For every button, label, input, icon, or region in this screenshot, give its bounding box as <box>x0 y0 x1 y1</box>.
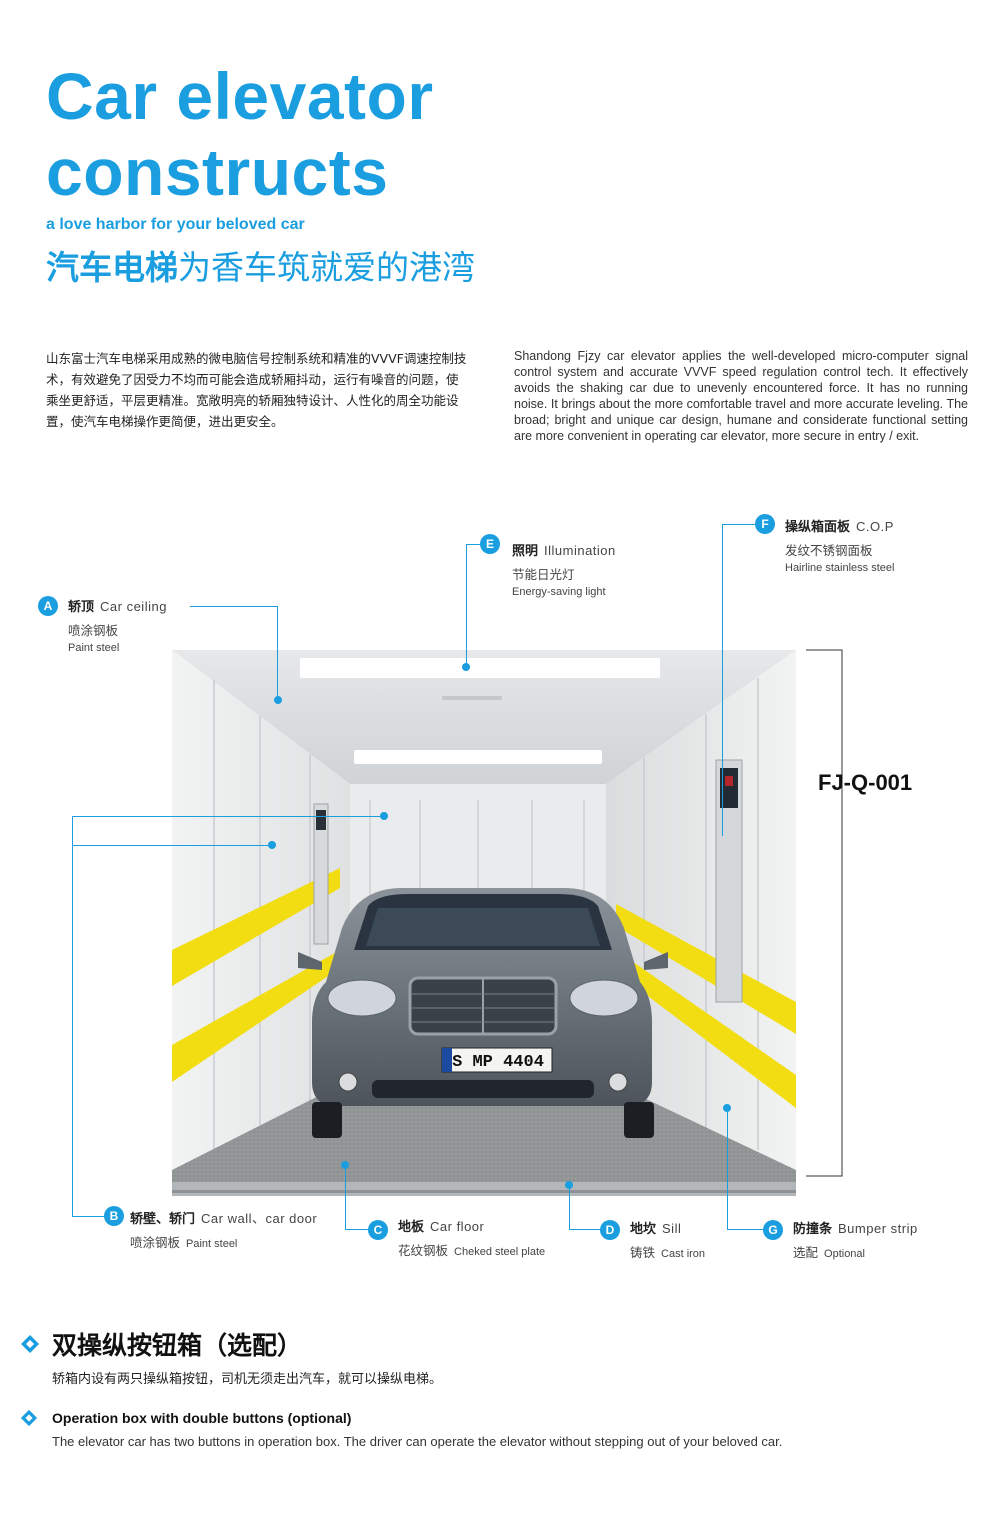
leader-line-a <box>190 606 278 607</box>
callout-g-title-cn: 防撞条 <box>793 1222 833 1237</box>
feature-title-english: Operation box with double buttons (optio… <box>52 1410 352 1426</box>
callout-g: G 防撞条 Bumper strip 选配 Optional <box>763 1220 918 1261</box>
callout-f-badge: F <box>755 514 775 534</box>
leader-line-b-mid <box>72 845 272 846</box>
callout-f-material-cn: 发纹不锈钢面板 <box>785 543 873 558</box>
leader-line-f-h <box>722 524 756 525</box>
callout-e-title-cn: 照明 <box>512 544 539 559</box>
subtitle-english: a love harbor for your beloved car <box>46 216 305 233</box>
callout-c-badge: C <box>368 1220 388 1240</box>
callout-b-material-cn: 喷涂钢板 <box>130 1235 181 1250</box>
model-bracket <box>806 649 843 1177</box>
callout-a-title-cn: 轿顶 <box>68 600 95 615</box>
marker-dot-e <box>462 663 470 671</box>
feature-title-chinese: 双操纵按钮箱（选配） <box>52 1331 303 1360</box>
leader-line-d-h <box>569 1229 601 1230</box>
callout-g-material-en: Optional <box>824 1248 865 1260</box>
callout-d-badge: D <box>600 1220 620 1240</box>
page-title: Car elevator constructs <box>46 58 434 210</box>
feature-text-chinese: 轿箱内设有两只操纵箱按钮，司机无须走出汽车，就可以操纵电梯。 <box>52 1372 443 1387</box>
license-plate: S MP 4404 <box>452 1053 544 1072</box>
callout-d-material-cn: 铸铁 <box>630 1245 656 1260</box>
marker-dot-d <box>565 1181 573 1189</box>
callout-f-material-en: Hairline stainless steel <box>785 562 895 574</box>
marker-dot-c <box>341 1161 349 1169</box>
leader-line-a-v <box>277 606 278 700</box>
leader-line-b-v <box>72 816 73 1216</box>
elevator-car-illustration: S MP 4404 <box>172 650 796 1196</box>
callout-b-badge: B <box>104 1206 124 1226</box>
leader-line-e <box>466 544 467 668</box>
callout-c-material-en: Cheked steel plate <box>454 1246 546 1258</box>
callout-g-title-en: Bumper strip <box>838 1221 918 1236</box>
callout-f-title-cn: 操纵箱面板 <box>785 520 851 535</box>
leader-line-b-top <box>72 816 384 817</box>
callout-g-badge: G <box>763 1220 783 1240</box>
callout-a-material-en: Paint steel <box>68 642 120 654</box>
marker-dot-a <box>274 696 282 704</box>
model-number: FJ-Q-001 <box>818 770 913 795</box>
leader-line-d-v <box>569 1186 570 1230</box>
callout-a-badge: A <box>38 596 58 616</box>
title-line-1: Car elevator <box>46 59 434 133</box>
feature-text-english: The elevator car has two buttons in oper… <box>52 1434 783 1449</box>
callout-a: A 轿顶 Car ceiling 喷涂钢板 Paint steel <box>38 596 167 654</box>
callout-b-material-en: Paint steel <box>186 1238 238 1250</box>
diamond-bullet-icon-2 <box>20 1409 38 1427</box>
callout-e-badge: E <box>480 534 500 554</box>
callout-f-title-en: C.O.P <box>856 519 894 534</box>
subtitle-chinese-rest: 为香车筑就爱的港湾 <box>178 248 475 287</box>
subtitle-chinese-bold: 汽车电梯 <box>46 248 178 287</box>
callout-g-material-cn: 选配 <box>793 1245 819 1260</box>
callout-f: F 操纵箱面板 C.O.P 发纹不锈钢面板 Hairline stainless … <box>755 514 894 574</box>
leader-line-c-h <box>345 1229 369 1230</box>
leader-line-f <box>722 524 723 836</box>
diamond-bullet-icon <box>21 1335 39 1353</box>
callout-c-title-en: Car floor <box>430 1219 485 1234</box>
callout-a-material-cn: 喷涂钢板 <box>68 623 119 638</box>
callout-d-title-cn: 地坎 <box>630 1222 657 1237</box>
callout-d-title-en: Sill <box>662 1221 682 1236</box>
callout-c: C 地板 Car floor 花纹钢板 Cheked steel plate <box>368 1219 546 1259</box>
marker-dot-b1 <box>380 812 388 820</box>
callout-e: E 照明 Illumination 节能日光灯 Energy-saving lig… <box>480 534 616 598</box>
leader-line-g-h <box>727 1229 763 1230</box>
callout-b-title-cn: 轿壁、轿门 <box>130 1212 196 1227</box>
title-line-2: constructs <box>46 135 389 209</box>
leader-line-b-h <box>72 1216 106 1217</box>
callout-b: B 轿壁、轿门 Car wall、car door 喷涂钢板 Paint steel <box>104 1206 317 1251</box>
intro-chinese: 山东富士汽车电梯采用成熟的微电脑信号控制系统和精准的VVVF调速控制技术，有效避… <box>46 351 467 429</box>
callout-c-material-cn: 花纹钢板 <box>398 1243 449 1258</box>
intro-english: Shandong Fjzy car elevator applies the w… <box>514 349 968 443</box>
leader-line-e-h <box>466 544 480 545</box>
callout-a-title-en: Car ceiling <box>100 599 167 614</box>
callout-c-title-cn: 地板 <box>398 1220 425 1235</box>
leader-line-c-v <box>345 1166 346 1230</box>
callout-e-material-cn: 节能日光灯 <box>512 567 575 582</box>
marker-dot-b2 <box>268 841 276 849</box>
callout-e-material-en: Energy-saving light <box>512 586 606 598</box>
callout-e-title-en: Illumination <box>544 543 616 558</box>
callout-d-material-en: Cast iron <box>661 1248 706 1260</box>
leader-line-g-v <box>727 1108 728 1230</box>
marker-dot-g <box>723 1104 731 1112</box>
callout-b-title-en: Car wall、car door <box>201 1211 318 1226</box>
callout-d: D 地坎 Sill 铸铁 Cast iron <box>600 1220 705 1261</box>
subtitle-chinese: 汽车电梯为香车筑就爱的港湾 <box>46 246 475 290</box>
